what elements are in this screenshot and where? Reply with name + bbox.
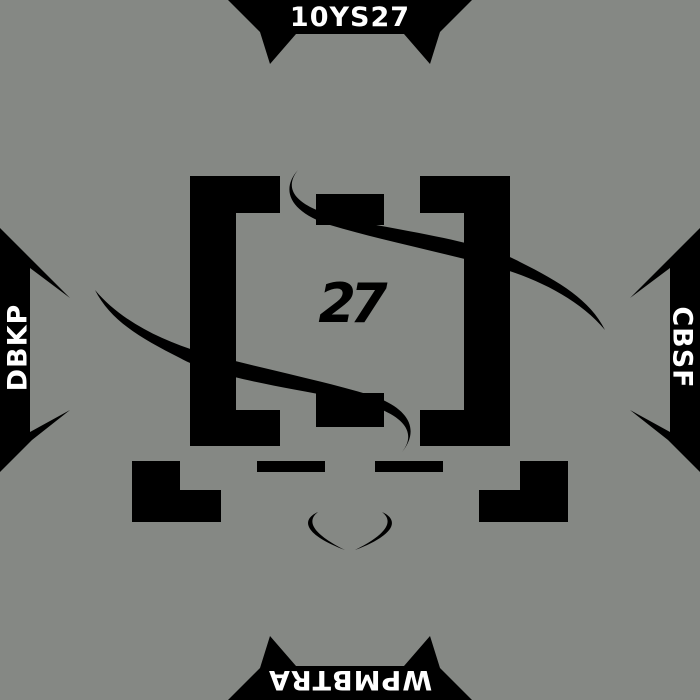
dash-left — [257, 461, 325, 472]
heart-right-curve — [355, 512, 392, 550]
center-number: 27 — [318, 272, 387, 335]
bottom-banner — [228, 636, 472, 700]
left-banner — [0, 228, 70, 472]
bottom-label: WPMBTRA — [267, 664, 433, 695]
left-bracket — [190, 176, 280, 446]
top-label: 10YS27 — [289, 2, 411, 33]
right-banner — [630, 228, 700, 472]
right-bracket — [420, 176, 510, 446]
corner-right — [479, 461, 568, 522]
top-banner — [228, 0, 472, 64]
heart-left-curve — [308, 512, 345, 550]
corner-left — [132, 461, 221, 522]
swoosh-bottom — [95, 290, 411, 452]
dash-right — [375, 461, 443, 472]
swoosh-top — [289, 170, 605, 330]
